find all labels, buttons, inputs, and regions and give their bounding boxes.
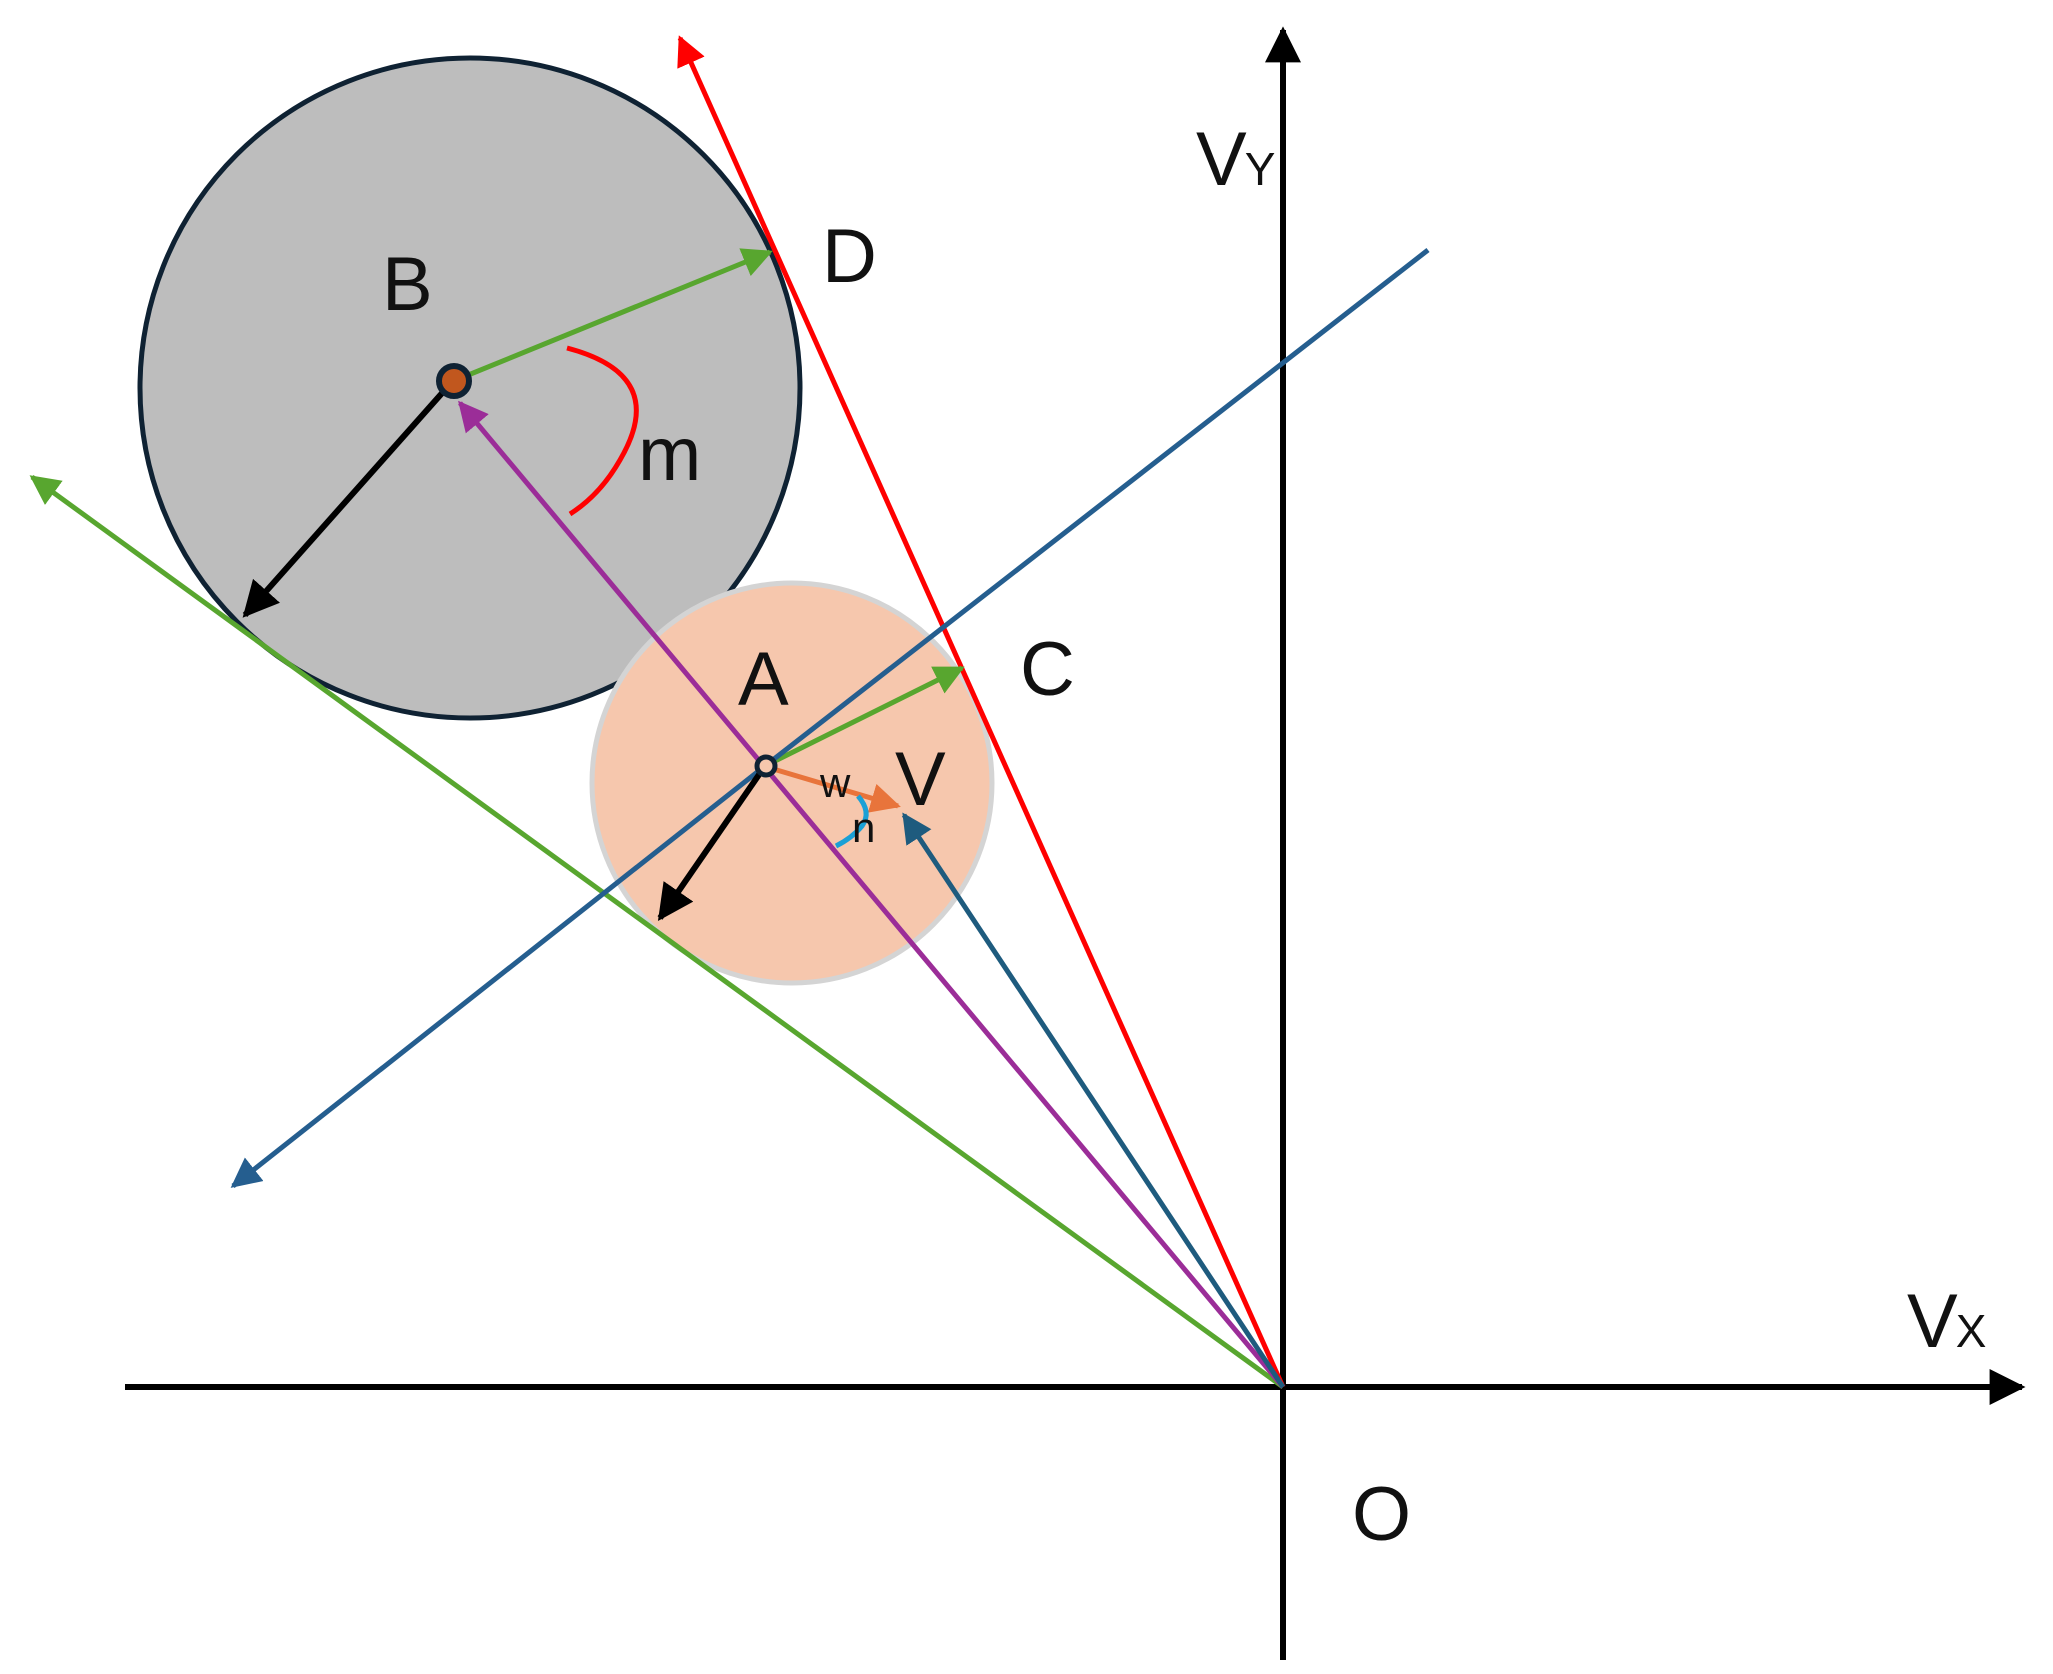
label-vector-w: w <box>819 759 851 806</box>
black-radius-arrow-a <box>657 764 768 921</box>
teal-vector-o-to-v <box>901 812 1286 1389</box>
label-point-c: C <box>1020 627 1075 712</box>
angle-n-arc <box>834 794 869 849</box>
green-vector-a-to-c <box>763 665 965 769</box>
red-tangent-line <box>677 35 1286 1389</box>
label-point-v: V <box>895 737 946 822</box>
label-vy-axis: VY <box>1196 117 1275 202</box>
label-angle-n: n <box>852 804 875 851</box>
black-radius-arrow-b <box>242 381 454 618</box>
green-tangent-line <box>29 474 1285 1390</box>
angle-m-arc <box>566 345 639 517</box>
center-a-dot <box>754 754 778 778</box>
blue-line-lower-arrow <box>230 764 767 1188</box>
center-b-dot <box>436 363 472 399</box>
green-radius-b-to-d <box>455 248 773 383</box>
label-point-b: B <box>382 242 433 327</box>
label-vx-main: V <box>1907 1279 1958 1364</box>
label-angle-m: m <box>638 412 701 497</box>
blue-line-upper <box>763 248 1430 768</box>
label-point-d: D <box>822 214 877 299</box>
label-vx-sub: X <box>1956 1305 1987 1357</box>
purple-vector-o-to-b <box>458 400 1285 1389</box>
label-origin: O <box>1352 1472 1411 1557</box>
label-vx-axis: VX <box>1907 1279 1986 1364</box>
orange-vector-w <box>769 765 901 813</box>
label-vy-sub: Y <box>1245 143 1276 195</box>
label-vy-main: V <box>1196 117 1247 202</box>
label-point-a: A <box>738 637 789 722</box>
